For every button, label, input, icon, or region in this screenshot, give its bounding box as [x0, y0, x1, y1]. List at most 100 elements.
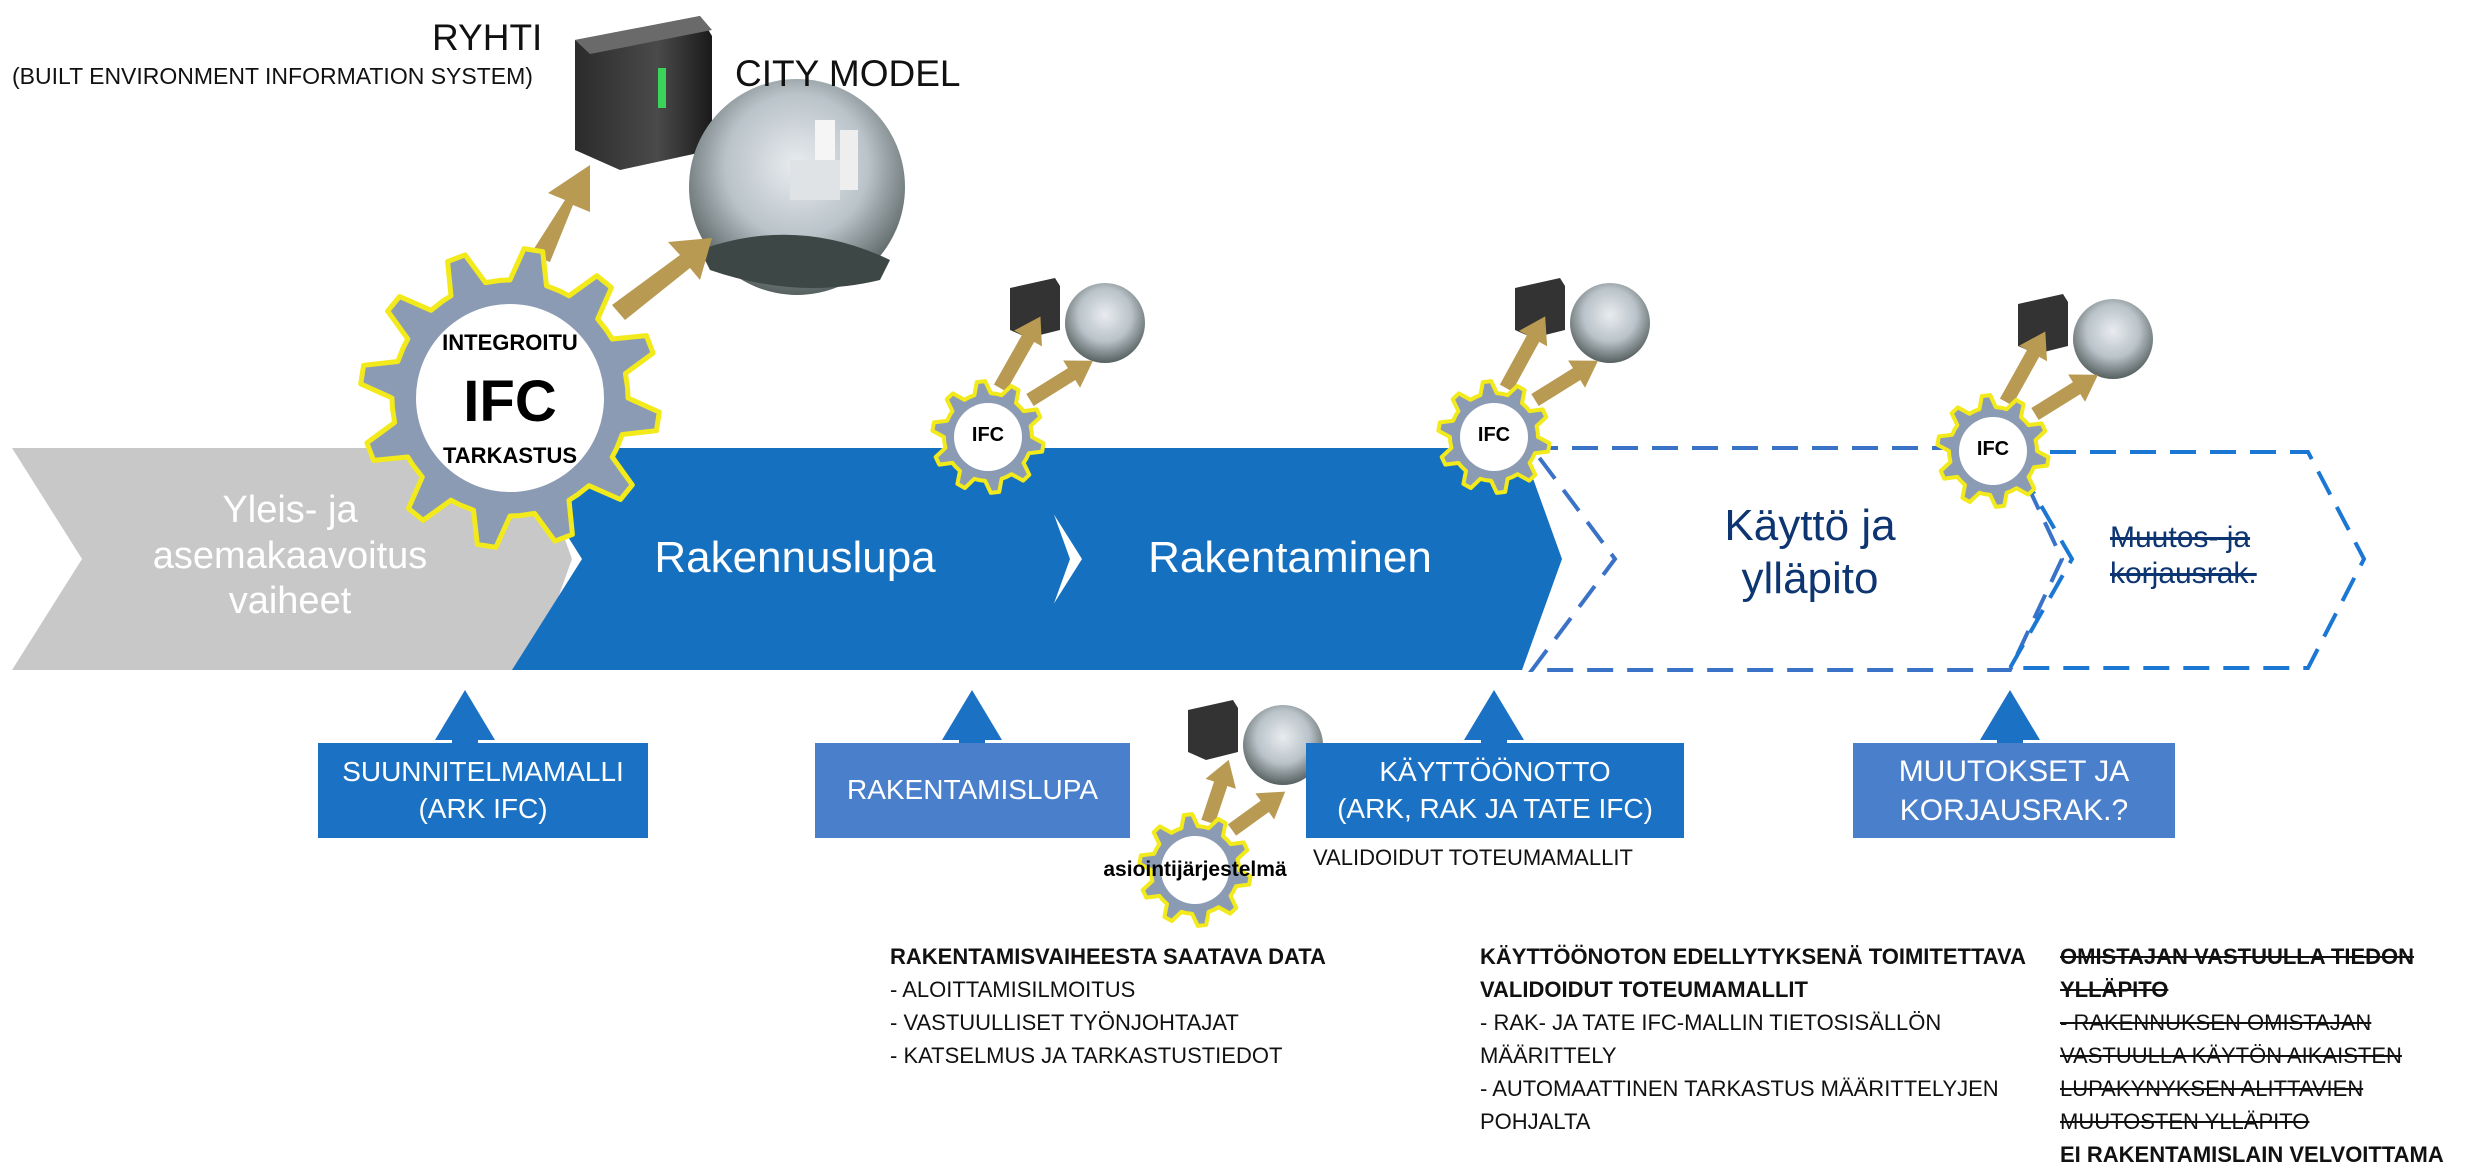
asiointi-gear-icon-center: [1161, 836, 1229, 904]
phase-muutos-label: Muutos- ja korjausrak.: [2110, 520, 2330, 592]
box-rakentamislupa: RAKENTAMISLUPA: [815, 743, 1130, 838]
ryhti-subtitle: (BUILT ENVIRONMENT INFORMATION SYSTEM): [12, 63, 533, 89]
box-muutokset-line2: KORJAUSRAK.?: [1899, 793, 2129, 827]
box-kayttoonotto: KÄYTTÖÖNOTTO (ARK, RAK JA TATE IFC): [1306, 743, 1684, 838]
ryhti-server-icon: [575, 16, 712, 170]
notes-rak-item: - KATSELMUS JA TARKASTUSTIEDOT: [890, 1043, 1283, 1068]
gold-arrow-head: [2019, 331, 2048, 362]
notes-rakentaminen: RAKENTAMISVAIHEESTA SAATAVA DATA - ALOIT…: [890, 940, 1326, 1072]
phase-rakennuslupa-label: Rakennuslupa: [654, 533, 936, 582]
small-gear-label: IFC: [1477, 424, 1511, 446]
main-gear-icon: [358, 246, 662, 550]
notes-kaytto-title1: KÄYTTÖÖNOTON EDELLYTYKSENÄ TOIMITETTAVA: [1480, 944, 2026, 969]
phase-kaavoitus-line1: Yleis- ja: [222, 489, 358, 531]
notes-omistaja-footer: EI RAKENTAMISLAIN VELVOITTAMA: [2060, 1142, 2444, 1167]
main-gear-bottom-label: TARKASTUS: [442, 443, 578, 468]
asiointi-label: asiointijärjestelmä: [1103, 858, 1287, 881]
ifc-gear-icon-center: [1460, 403, 1528, 471]
phase-kaytto-label: Käyttö ja ylläpito: [1620, 500, 2000, 606]
validoidut-label: VALIDOIDUT TOTEUMAMALLIT: [1313, 845, 1633, 870]
notes-rak-item: - ALOITTAMISILMOITUS: [890, 977, 1136, 1002]
box-kayttoonotto-line2: (ARK, RAK JA TATE IFC): [1337, 792, 1653, 824]
phase-muutos-line1: Muutos- ja: [2110, 521, 2251, 554]
notes-omistaja-title1: OMISTAJAN VASTUULLA TIEDON: [2060, 944, 2415, 969]
main-gear: [358, 246, 662, 550]
box-suunnitelmamalli: SUUNNITELMAMALLI (ARK IFC): [318, 743, 648, 838]
phase-chevron-muutos: [2006, 450, 2367, 670]
box-muutokset: MUUTOKSET JA KORJAUSRAK.?: [1853, 743, 2175, 838]
gold-arrow-head: [1014, 316, 1042, 347]
gold-arrow-head: [1519, 316, 1548, 347]
arrow-to-city-model: [612, 238, 712, 320]
gold-arrow-head: [1205, 759, 1236, 789]
notes-omistaja-item: - RAKENNUKSEN OMISTAJAN: [2060, 1010, 2372, 1035]
notes-rak-item: - VASTUULLISET TYÖNJOHTAJAT: [890, 1010, 1239, 1035]
box-rakentamislupa-line1: RAKENTAMISLUPA: [846, 774, 1098, 806]
ifc-gear-icon-center: [954, 403, 1022, 471]
up-arrow-suunnitelma: [435, 690, 495, 745]
notes-omistaja-item: VASTUULLA KÄYTÖN AIKAISTEN: [2060, 1043, 2402, 1068]
mini-server-icon: [2018, 294, 2068, 354]
notes-kayttoonotto: KÄYTTÖÖNOTON EDELLYTYKSENÄ TOIMITETTAVA …: [1480, 940, 2026, 1138]
notes-kaytto-item: POHJALTA: [1480, 1109, 1591, 1134]
ryhti-title: RYHTI: [432, 17, 543, 58]
up-arrow-muutokset: [1980, 690, 2040, 745]
arrow-to-ryhti: [530, 165, 590, 262]
gold-arrow-head: [1063, 360, 1093, 388]
gold-arrow-shaft: [1026, 366, 1079, 406]
notes-omistaja-title2: YLLÄPITO: [2060, 977, 2169, 1002]
box-kayttoonotto-line1: KÄYTTÖÖNOTTO: [1379, 756, 1611, 788]
mini-city-model-icon: [1065, 283, 1145, 363]
gold-arrow-shaft: [1227, 798, 1273, 836]
ifc-gear-icon: [930, 379, 1046, 495]
mini-city-model-icon: [1570, 283, 1650, 363]
notes-omistaja: OMISTAJAN VASTUULLA TIEDON YLLÄPITO - RA…: [2060, 940, 2444, 1171]
notes-kaytto-item: MÄÄRITTELY: [1480, 1043, 1617, 1068]
ifc-gear-icon: [1935, 393, 2051, 509]
box-suunnitelmamalli-line1: SUUNNITELMAMALLI: [342, 756, 624, 788]
city-model-title: CITY MODEL: [735, 53, 961, 94]
main-gear-center-label: IFC: [463, 369, 557, 434]
phase-chevron-rakennuslupa: [512, 448, 1070, 670]
box-suunnitelmamalli-line2: (ARK IFC): [418, 792, 548, 824]
notes-kaytto-title2: VALIDOIDUT TOTEUMAMALLIT: [1480, 977, 1808, 1002]
notes-omistaja-item: MUUTOSTEN YLLÄPITO: [2060, 1109, 2310, 1134]
asiointi-gear-icon: [1137, 812, 1253, 928]
gold-arrow-shaft: [1531, 366, 1584, 406]
phase-chevron-rakentaminen: [1012, 448, 1562, 670]
phase-kaavoitus-line3: vaiheet: [228, 580, 352, 623]
small-gear-label: IFC: [1976, 438, 2010, 460]
mini-city-model-icon: [2073, 299, 2153, 379]
phase-kaavoitus-label: Yleis- ja asemakaavoitus vaiheet: [100, 488, 480, 625]
phase-muutos-line2: korjausrak.: [2110, 557, 2257, 590]
mini-server-icon: [1188, 700, 1238, 760]
mini-server-icon: [1515, 278, 1565, 338]
notes-kaytto-item: - RAK- JA TATE IFC-MALLIN TIETOSISÄLLÖN: [1480, 1010, 1942, 1035]
ifc-gear-icon-center: [1959, 417, 2027, 485]
small-gear-label: IFC: [971, 424, 1005, 446]
ifc-gear-icon: [1436, 379, 1552, 495]
phase-rakentaminen-label: Rakentaminen: [1148, 533, 1432, 582]
phase-chevron-kaytto: [1528, 446, 2065, 672]
gold-arrow-head: [2068, 374, 2098, 402]
gold-arrow-shaft: [2031, 380, 2084, 420]
gold-arrow-shaft: [993, 331, 1037, 392]
notes-omistaja-item: LUPAKYNYKSEN ALITTAVIEN: [2060, 1076, 2364, 1101]
main-gear-top-label: INTEGROITU: [442, 330, 578, 355]
mini-city-model-icon: [1243, 705, 1323, 785]
notes-rak-title: RAKENTAMISVAIHEESTA SAATAVA DATA: [890, 944, 1326, 969]
phase-kaavoitus-line2: asemakaavoitus: [152, 534, 428, 577]
up-arrow-kayttoonotto: [1464, 690, 1524, 745]
phase-kaytto-line1: Käyttö ja: [1724, 501, 1896, 550]
up-arrow-rakentamislupa: [942, 690, 1002, 745]
gold-arrow-head: [1568, 360, 1598, 388]
city-model-icon: [689, 79, 905, 295]
gold-arrow-shaft: [1201, 777, 1229, 825]
mini-server-icon: [1010, 278, 1060, 338]
notes-kaytto-item: - AUTOMAATTINEN TARKASTUS MÄÄRITTELYJEN: [1480, 1076, 1999, 1101]
box-muutokset-line1: MUUTOKSET JA: [1898, 754, 2130, 788]
gold-arrow-head: [1255, 791, 1286, 820]
phase-kaytto-line2: ylläpito: [1741, 553, 1879, 603]
gold-arrow-shaft: [1499, 331, 1542, 392]
